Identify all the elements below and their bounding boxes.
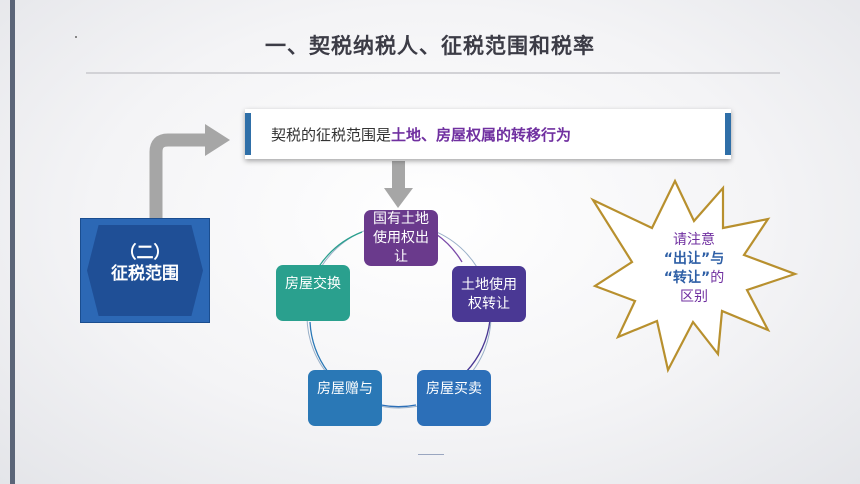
title-divider [86,72,780,74]
starburst-icon [590,178,799,374]
category-label: （二） 征税范围 [80,243,210,285]
down-arrow-shaft-icon [392,161,405,191]
note-of: 的 [710,270,725,286]
cycle-node-house-sale: 房屋买卖 [417,370,491,426]
elbow-arrowhead-icon [205,124,230,156]
category-number: （二） [119,243,171,263]
note-line-2: “出让”与 [640,250,748,269]
note-line-4: 区别 [680,289,708,305]
definition-prefix: 契税的征税范围是 [271,126,392,144]
definition-box: 契税的征税范围是土地、房屋权属的转移行为 [245,109,731,159]
slide-title: 一、契税纳税人、征税范围和税率 [265,34,595,58]
corner-dot [75,36,77,38]
cycle-node-house-exchange: 房屋交换 [276,265,350,321]
elbow-arrow-icon [149,133,210,218]
cycle-node-land-use-transfer: 土地使用权转让 [452,266,526,322]
note-and: 与 [710,251,725,267]
note-grant-term: “出让” [663,251,711,267]
left-accent-bar [10,0,15,484]
definition-right-bar [725,113,731,155]
note-line-3: “转让”的 [640,269,748,288]
category-title: 征税范围 [111,264,179,284]
definition-highlight: 土地、房屋权属的转移行为 [391,126,572,144]
cycle-node-house-gift: 房屋赠与 [308,370,382,426]
note-line-1: 请注意 [673,232,715,248]
definition-text: 契税的征税范围是土地、房屋权属的转移行为 [271,124,571,145]
bottom-mark [418,454,444,455]
category-hexagon [87,225,203,316]
cycle-node-state-land-grant: 国有土地使用权出让 [364,210,438,266]
definition-left-bar [245,113,251,155]
down-arrowhead-icon [384,188,413,208]
note-transfer-term: “转让” [663,270,711,286]
starburst-note: 请注意 “出让”与 “转让”的 区别 [640,231,748,307]
